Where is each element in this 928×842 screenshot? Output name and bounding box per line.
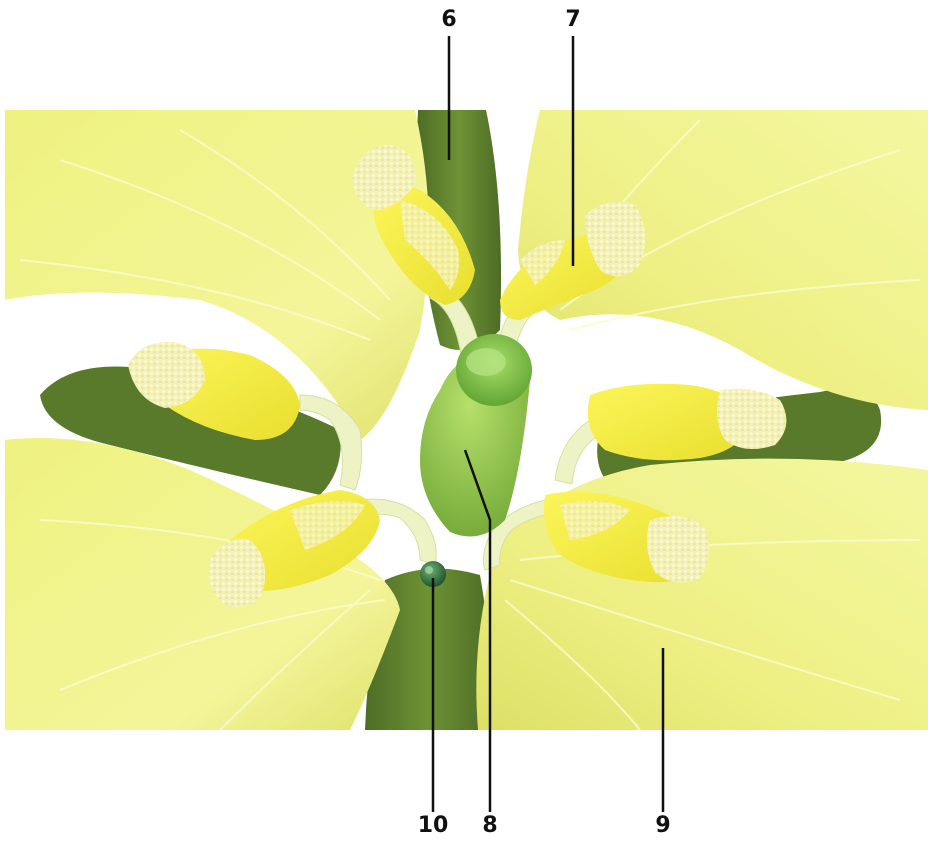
callout-label-9: 9 bbox=[643, 814, 683, 838]
callout-label-7: 7 bbox=[553, 8, 593, 32]
callout-label-10: 10 bbox=[413, 814, 453, 838]
callout-label-8: 8 bbox=[470, 814, 510, 838]
callout-label-6: 6 bbox=[429, 8, 469, 32]
anther-right bbox=[588, 384, 786, 460]
